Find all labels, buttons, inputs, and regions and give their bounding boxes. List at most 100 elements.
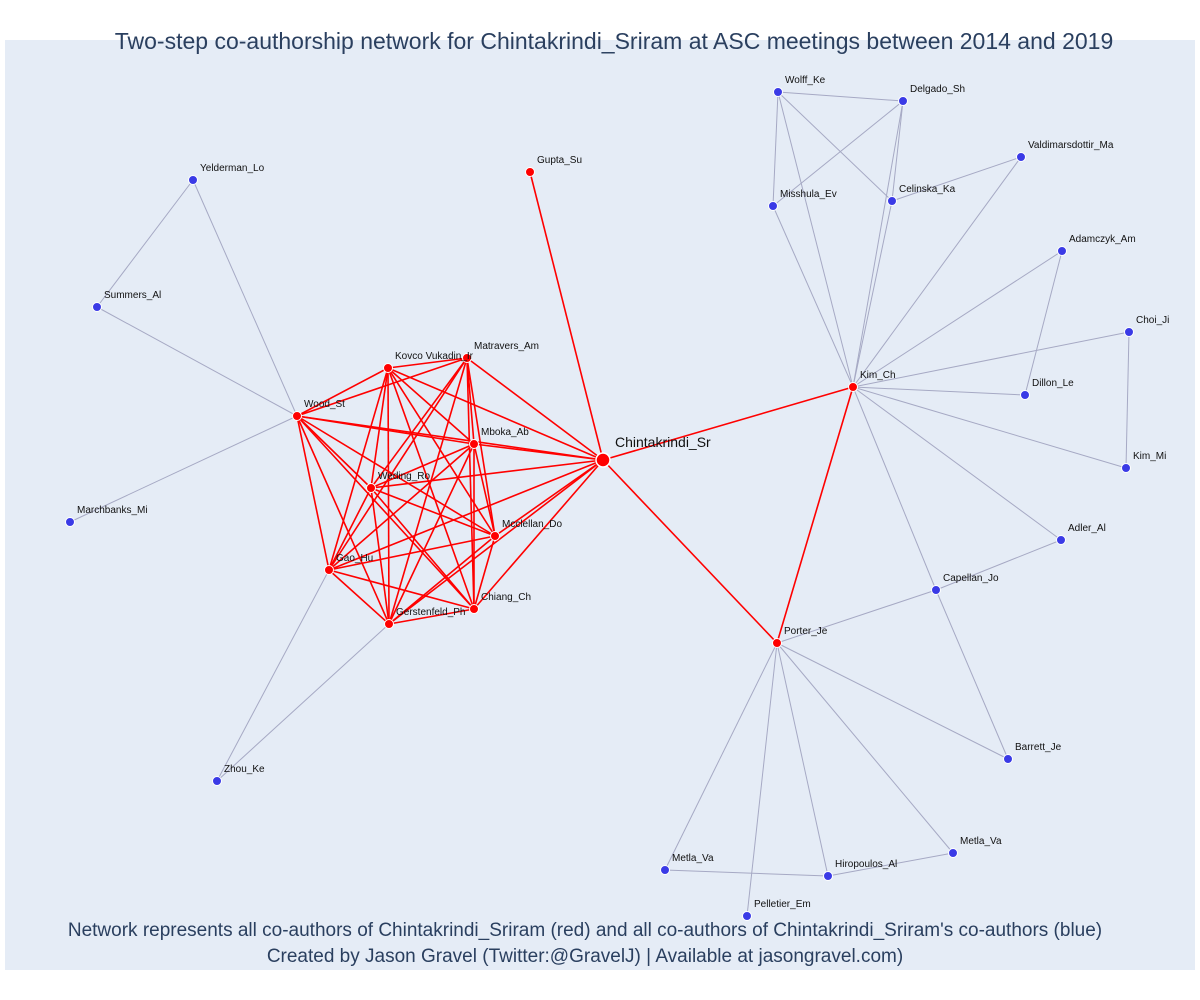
node-matravers-am[interactable] (462, 353, 472, 363)
node-wolff-ke[interactable] (773, 87, 783, 97)
node-kim-mi[interactable] (1121, 463, 1131, 473)
node-hiropoulos-al[interactable] (823, 871, 833, 881)
node-label-choi-ji: Choi_Ji (1136, 315, 1169, 326)
edge-kovco-vukadin-ir--weding-ro (370, 367, 389, 489)
edge-choi-ji--kim-mi (1125, 331, 1130, 469)
node-label-metla-va-left: Metla_Va (672, 853, 714, 864)
node-label-celinska-ka: Celinska_Ka (899, 184, 956, 195)
node-capellan-jo[interactable] (931, 585, 941, 595)
edge-valdimarsdottir-ma--kim-ch (852, 156, 1022, 388)
node-metla-va-left[interactable] (660, 865, 670, 875)
node-label-gupta-su: Gupta_Su (537, 155, 582, 166)
edge-misshula-ev--kim-ch (772, 205, 854, 388)
edge-kovco-vukadin-ir--gao-hu (328, 367, 389, 571)
edge-weding-ro--chiang-ch (370, 487, 475, 610)
node-pelletier-em[interactable] (742, 911, 752, 921)
edge-wolff-ke--misshula-ev (772, 91, 779, 207)
edge-delgado-sh--kim-ch (852, 100, 904, 388)
edge-chintakrindi-sr--matravers-am (466, 357, 604, 461)
edge-mboka-ab--mcclellan-do (473, 443, 496, 537)
node-label-kim-ch: Kim_Ch (860, 370, 896, 381)
edge-kovco-vukadin-ir--mcclellan-do (387, 367, 496, 537)
node-choi-ji[interactable] (1124, 327, 1134, 337)
node-porter-je[interactable] (772, 638, 782, 648)
edge-chiang-ch--gerstenfeld-ph (388, 608, 475, 625)
node-wood-st[interactable] (292, 411, 302, 421)
edge-matravers-am--weding-ro (370, 357, 468, 489)
node-dillon-le[interactable] (1020, 390, 1030, 400)
edge-gao-hu--chiang-ch (328, 569, 475, 610)
plot-background (5, 40, 1195, 970)
node-kim-ch[interactable] (848, 382, 858, 392)
edge-kovco-vukadin-ir--wood-st (296, 367, 389, 417)
node-chiang-ch[interactable] (469, 604, 479, 614)
node-chintakrindi-sr[interactable] (595, 452, 611, 468)
node-gupta-su[interactable] (525, 167, 535, 177)
edge-dillon-le--kim-ch (852, 386, 1026, 396)
node-label-pelletier-em: Pelletier_Em (754, 899, 811, 910)
node-gao-hu[interactable] (324, 565, 334, 575)
node-yelderman-lo[interactable] (188, 175, 198, 185)
edge-delgado-sh--celinska-ka (891, 100, 904, 202)
edge-matravers-am--mcclellan-do (466, 357, 496, 537)
edge-chintakrindi-sr--gao-hu (328, 459, 604, 571)
node-metla-va-right[interactable] (948, 848, 958, 858)
caption-line-2: Created by Jason Gravel (Twitter:@Gravel… (266, 946, 904, 967)
edge-mboka-ab--weding-ro (370, 443, 475, 489)
edge-chintakrindi-sr--gerstenfeld-ph (388, 459, 604, 625)
node-kovco-vukadin-ir[interactable] (383, 363, 393, 373)
edge-chintakrindi-sr--gupta-su (529, 171, 604, 461)
edge-wood-st--mcclellan-do (296, 415, 496, 537)
node-zhou-ke[interactable] (212, 776, 222, 786)
node-mboka-ab[interactable] (469, 439, 479, 449)
node-celinska-ka[interactable] (887, 196, 897, 206)
node-adler-al[interactable] (1056, 535, 1066, 545)
edge-metla-va-left--hiropoulos-al (664, 869, 829, 877)
edge-wood-st--gao-hu (296, 415, 330, 571)
node-label-weding-ro: Weding_Ro (378, 471, 431, 482)
edge-capellan-jo--kim-ch (852, 386, 937, 591)
edge-kim-mi--kim-ch (852, 386, 1127, 469)
edge-matravers-am--gerstenfeld-ph (388, 357, 468, 625)
node-barrett-je[interactable] (1003, 754, 1013, 764)
edge-adler-al--kim-ch (852, 386, 1062, 541)
node-label-matravers-am: Matravers_Am (474, 341, 539, 352)
node-label-zhou-ke: Zhou_Ke (224, 764, 265, 775)
node-label-yelderman-lo: Yelderman_Lo (200, 163, 265, 174)
node-label-barrett-je: Barrett_Je (1015, 742, 1062, 753)
node-label-summers-al: Summers_Al (104, 290, 161, 301)
node-misshula-ev[interactable] (768, 201, 778, 211)
nodes-layer (65, 87, 1134, 921)
node-delgado-sh[interactable] (898, 96, 908, 106)
edge-wood-st--gerstenfeld-ph (296, 415, 390, 625)
node-label-wolff-ke: Wolff_Ke (785, 75, 826, 86)
edge-capellan-jo--porter-je (776, 589, 937, 644)
edge-chintakrindi-sr--weding-ro (370, 459, 604, 489)
node-summers-al[interactable] (92, 302, 102, 312)
edge-gao-hu--gerstenfeld-ph (328, 569, 390, 625)
node-gerstenfeld-ph[interactable] (384, 619, 394, 629)
node-label-kim-mi: Kim_Mi (1133, 451, 1166, 462)
edge-adamczyk-am--dillon-le (1024, 250, 1063, 396)
node-adamczyk-am[interactable] (1057, 246, 1067, 256)
node-label-porter-je: Porter_Je (784, 626, 828, 637)
edge-porter-je--hiropoulos-al (776, 642, 829, 877)
edges-layer (69, 91, 1130, 917)
edge-celinska-ka--valdimarsdottir-ma (891, 156, 1022, 202)
node-label-delgado-sh: Delgado_Sh (910, 84, 965, 95)
node-label-adler-al: Adler_Al (1068, 523, 1106, 534)
edge-yelderman-lo--summers-al (96, 179, 194, 308)
edge-porter-je--metla-va-left (664, 642, 778, 871)
node-mcclellan-do[interactable] (490, 531, 500, 541)
edge-weding-ro--gao-hu (328, 487, 372, 571)
edge-wood-st--chiang-ch (296, 415, 475, 610)
node-marchbanks-mi[interactable] (65, 517, 75, 527)
node-valdimarsdottir-ma[interactable] (1016, 152, 1026, 162)
node-label-valdimarsdottir-ma: Valdimarsdottir_Ma (1028, 140, 1114, 151)
edge-gao-hu--zhou-ke (216, 569, 330, 782)
edge-mcclellan-do--chiang-ch (473, 535, 496, 610)
edge-mboka-ab--gerstenfeld-ph (388, 443, 475, 625)
node-weding-ro[interactable] (366, 483, 376, 493)
node-label-gao-hu: Gao_Hu (336, 553, 373, 564)
edge-weding-ro--gerstenfeld-ph (370, 487, 390, 625)
